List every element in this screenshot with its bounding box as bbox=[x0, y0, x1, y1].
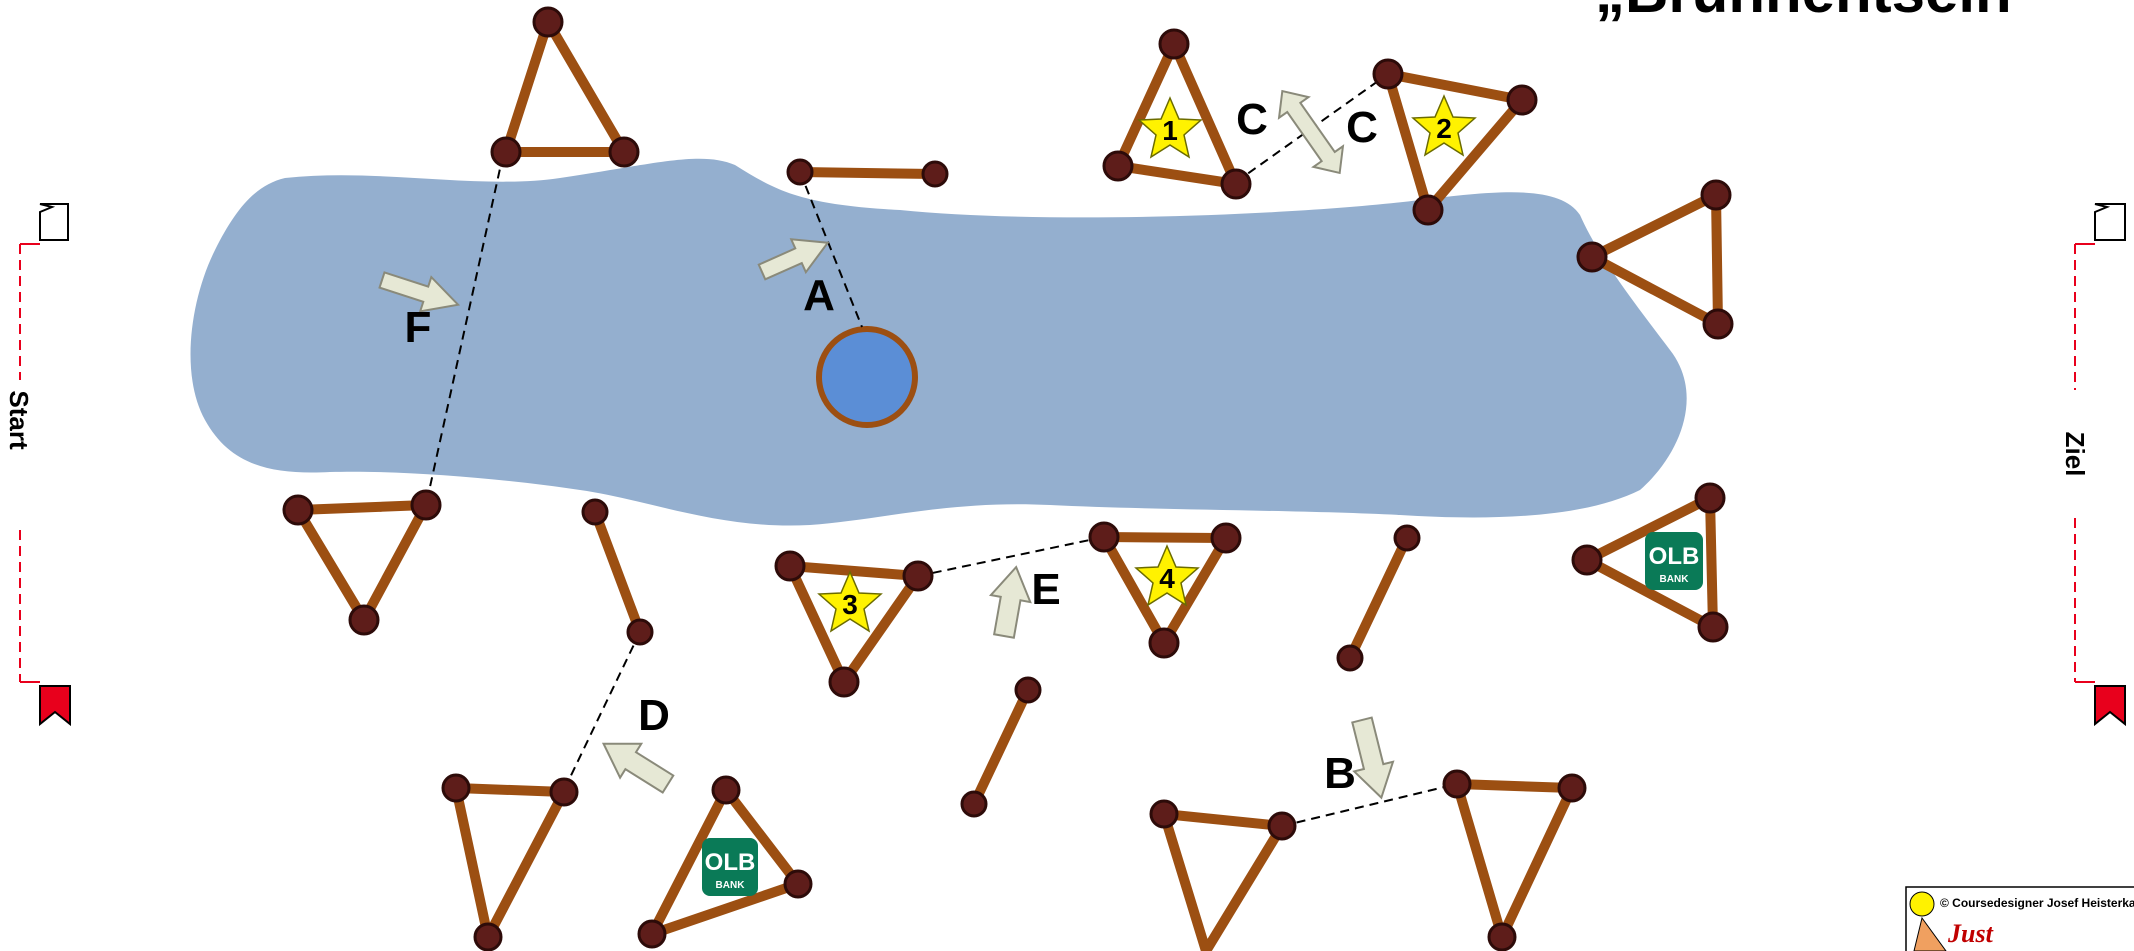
finish-marker: Ziel bbox=[2060, 203, 2126, 727]
label-e: E bbox=[1031, 565, 1060, 614]
well bbox=[816, 326, 918, 428]
label-c-left: C bbox=[1236, 95, 1268, 144]
label-f: F bbox=[405, 303, 432, 352]
triangle-olb-bottom bbox=[637, 775, 813, 949]
triangle-3 bbox=[774, 550, 934, 698]
logo-figure bbox=[1913, 916, 1947, 951]
triangle-2 bbox=[1372, 58, 1538, 226]
star-number-3: 3 bbox=[842, 589, 858, 620]
finish-flag-red bbox=[2094, 685, 2126, 727]
credit-box: © Coursedesigner Josef Heisterkamp Just bbox=[1905, 886, 2134, 951]
star-2: 2 bbox=[1411, 94, 1477, 157]
direction-arrows bbox=[378, 89, 1395, 800]
single-rail-center bbox=[960, 676, 1042, 818]
arrow-c-icon bbox=[1277, 89, 1345, 175]
arrow-b-icon bbox=[1351, 716, 1395, 800]
star-number-2: 2 bbox=[1436, 113, 1452, 144]
triangle-olb-right bbox=[1571, 482, 1729, 643]
triangle-d bbox=[441, 773, 579, 951]
sponsor-badge-bottom: OLB BANK bbox=[702, 838, 758, 896]
star-3: 3 bbox=[817, 570, 883, 633]
single-rail-right bbox=[1336, 524, 1421, 672]
arrow-d-icon bbox=[601, 742, 675, 794]
credit-text: © Coursedesigner Josef Heisterkamp bbox=[1940, 896, 2134, 910]
line-A bbox=[799, 171, 863, 328]
star-number-1: 1 bbox=[1162, 115, 1178, 146]
label-c-right: C bbox=[1346, 103, 1378, 152]
obstacle-labels: A B C C D E F bbox=[405, 95, 1378, 798]
lake bbox=[190, 158, 1687, 526]
arrow-f-icon bbox=[378, 271, 461, 313]
triangle-4 bbox=[1088, 521, 1242, 659]
logo-text: Just bbox=[1947, 919, 1994, 948]
arrow-a-icon bbox=[757, 238, 830, 281]
triangle-b-right bbox=[1442, 769, 1587, 951]
start-marker: Start bbox=[4, 203, 71, 727]
obstacles bbox=[282, 6, 1734, 951]
arrow-e-icon bbox=[988, 565, 1032, 639]
logo-sun bbox=[1909, 891, 1935, 917]
course-title: „Brunnentsein bbox=[1595, 0, 2012, 25]
start-flag-white bbox=[39, 203, 69, 241]
sponsor-sub: BANK bbox=[716, 880, 746, 891]
single-rail-left bbox=[581, 498, 654, 646]
triangle-right-upper bbox=[1576, 179, 1734, 340]
label-a: A bbox=[803, 271, 835, 320]
start-label: Start bbox=[4, 390, 34, 450]
sponsor-name: OLB bbox=[705, 849, 756, 876]
stars: 1 2 3 4 bbox=[817, 94, 1477, 633]
label-d: D bbox=[638, 691, 670, 740]
finish-label: Ziel bbox=[2060, 432, 2090, 477]
sponsor-sub: BANK bbox=[1660, 574, 1690, 585]
start-flag-red bbox=[39, 685, 71, 727]
label-b: B bbox=[1324, 749, 1356, 798]
triangle-b-left bbox=[1149, 799, 1297, 951]
vertical-a bbox=[786, 158, 949, 188]
sponsor-badge-right: OLB BANK bbox=[1645, 532, 1703, 590]
triangle-1 bbox=[1102, 28, 1252, 200]
star-1: 1 bbox=[1137, 96, 1203, 159]
sponsor-name: OLB bbox=[1649, 543, 1700, 570]
triangle-oxer-f bbox=[490, 6, 640, 168]
line-E bbox=[917, 536, 1105, 577]
finish-flag-white bbox=[2094, 203, 2126, 241]
star-number-4: 4 bbox=[1159, 563, 1175, 594]
line-B bbox=[1281, 783, 1458, 827]
triangle-oxer-f-lower bbox=[282, 489, 442, 636]
star-4: 4 bbox=[1134, 544, 1200, 607]
